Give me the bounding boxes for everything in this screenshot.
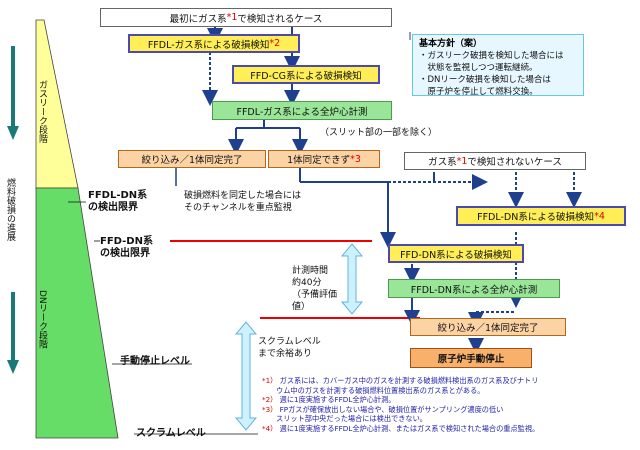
measure-time-label: 計測時間 約40分 （予備評価 値） <box>292 266 338 312</box>
basic-policy-box: 基本方針（案） ・ガスリーク破損を検知した場合には 状態を監視しつつ運転継続。 … <box>412 34 584 97</box>
manual-stop-level-label: 手動停止レベル <box>120 356 190 367</box>
narrow-done-box: 絞り込み／1体同定完了 <box>118 150 266 168</box>
footnote-2: *2） 週に1度実施するFFDL全炉心計測。 <box>262 395 396 405</box>
ffdl-dn-limit-label: FFDL-DN系 の検出限界 <box>88 190 148 213</box>
ffdl-dn-full-box: FFDL-DN系による全炉心計測 <box>388 279 560 298</box>
narrow-done-2-box: 絞り込み／1体同定完了 <box>410 318 566 336</box>
ffdl-dn-detect-box: FFDL-DN系による破損検知*4 <box>456 206 626 226</box>
ffd-cg-detect-box: FFD-CG系による破損検知 <box>232 65 380 84</box>
dn-leak-stage-wedge <box>35 187 119 439</box>
ffdl-gas-detect-box: FFDL-ガス系による破損検知*2 <box>128 34 300 53</box>
scram-margin-label: スクラムレベル まで余裕あり <box>258 337 321 359</box>
gas-leak-stage-label: ガスリーク段階 <box>37 80 47 143</box>
progress-arrow-bottom <box>7 292 19 374</box>
damage-progress-label: 燃料破損の進展 <box>5 178 15 241</box>
policy-item-1: ・ガスリーク破損を検知した場合には 状態を監視しつつ運転継続。 <box>419 51 564 73</box>
focus-monitor-text: 破損燃料を同定した場合には そのチャンネルを重点監視 <box>184 191 302 213</box>
dn-leak-stage-label: DNリーク段階 <box>37 290 47 349</box>
progress-arrow-top <box>7 46 19 140</box>
cannot-identify-box: 1体同定できず*3 <box>268 150 380 168</box>
slit-note: （スリット部の一部を除く） <box>320 128 438 138</box>
ffd-dn-detect-box: FFD-DN系による破損検知 <box>388 244 524 263</box>
footnote-4: *4） 週に1度実施するFFDL全炉心計測、またはガス系で検知された場合の重点監… <box>262 423 540 433</box>
measure-time-arrow <box>340 243 364 315</box>
policy-item-2: ・DNリーク破損を検知した場合は 原子炉を停止して燃料交換。 <box>419 75 551 97</box>
footnote-3: *3） FPガスが確保放出しない場合や、破損位置がサンプリング濃度の低い <box>262 404 504 414</box>
scram-level-label: スクラムレベル <box>136 428 206 439</box>
scram-margin-arrow <box>234 321 258 431</box>
ffdl-gas-full-box: FFDL-ガス系による全炉心計測 <box>212 101 392 120</box>
footnote-1: *1） ガス系には、カバーガス中のガスを計測する破損燃料検出系のガス系及びナトリ <box>262 376 539 385</box>
ffd-dn-limit-label: FFD-DN系 の検出限界 <box>100 236 153 259</box>
footnotes: *1） ガス系には、カバーガス中のガスを計測する破損燃料検出系のガス系及びナトリ… <box>262 376 634 434</box>
policy-title: 基本方針（案） <box>419 39 483 49</box>
manual-shutdown-box: 原子炉手動停止 <box>410 348 532 368</box>
